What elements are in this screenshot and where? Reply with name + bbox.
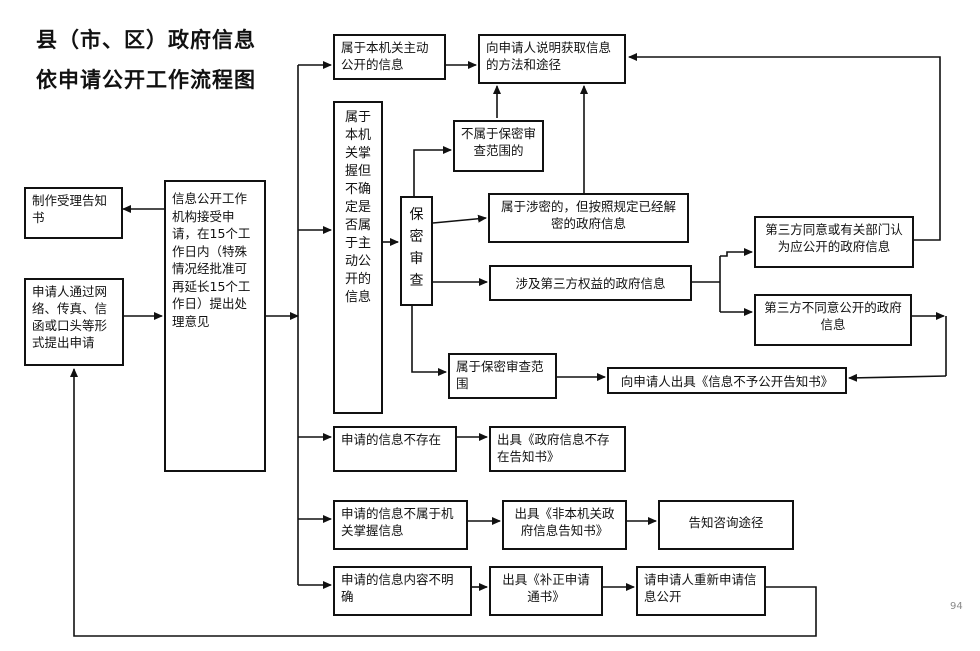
box-supplement: 出具《补正申请通书》 <box>489 566 603 616</box>
box-not-exist-notice: 出具《政府信息不存在告知书》 <box>489 426 626 472</box>
box-uncertain: 属于本机关掌握但不确定是否属于主动公开的信息 <box>333 101 383 414</box>
title-line-1: 县（市、区）政府信息 <box>36 27 256 52</box>
box-notice: 制作受理告知书 <box>24 187 123 239</box>
box-third-party: 涉及第三方权益的政府信息 <box>489 265 692 301</box>
box-process: 信息公开工作机构接受申请，在15个工作日内（特殊情况经批准可再延长15个工作日）… <box>164 180 266 472</box>
box-declassified: 属于涉密的，但按照规定已经解密的政府信息 <box>488 193 689 243</box>
box-unclear: 申请的信息内容不明确 <box>333 566 472 616</box>
box-reapply: 请申请人重新申请信息公开 <box>636 566 766 616</box>
box-consult: 告知咨询途径 <box>658 500 794 550</box>
box-tp-agree: 第三方同意或有关部门认为应公开的政府信息 <box>754 216 914 268</box>
box-not-secret: 不属于保密审查范围的 <box>453 120 544 172</box>
box-tp-disagree: 第三方不同意公开的政府信息 <box>754 294 912 346</box>
box-not-exist: 申请的信息不存在 <box>333 426 457 472</box>
box-active: 属于本机关主动公开的信息 <box>333 34 446 80</box>
box-apply: 申请人通过网络、传真、信函或口头等形式提出申请 <box>24 278 124 366</box>
page-number: 94 <box>950 601 963 612</box>
box-secrecy: 保密审查 <box>400 196 433 306</box>
title-line-2: 依申请公开工作流程图 <box>36 67 256 92</box>
box-not-held-notice: 出具《非本机关政府信息告知书》 <box>502 500 627 550</box>
box-secret-scope: 属于保密审查范围 <box>448 353 557 399</box>
box-not-held: 申请的信息不属于机关掌握信息 <box>333 500 468 550</box>
box-no-disclose: 向申请人出具《信息不予公开告知书》 <box>607 367 847 394</box>
box-explain: 向申请人说明获取信息的方法和途径 <box>478 34 626 84</box>
